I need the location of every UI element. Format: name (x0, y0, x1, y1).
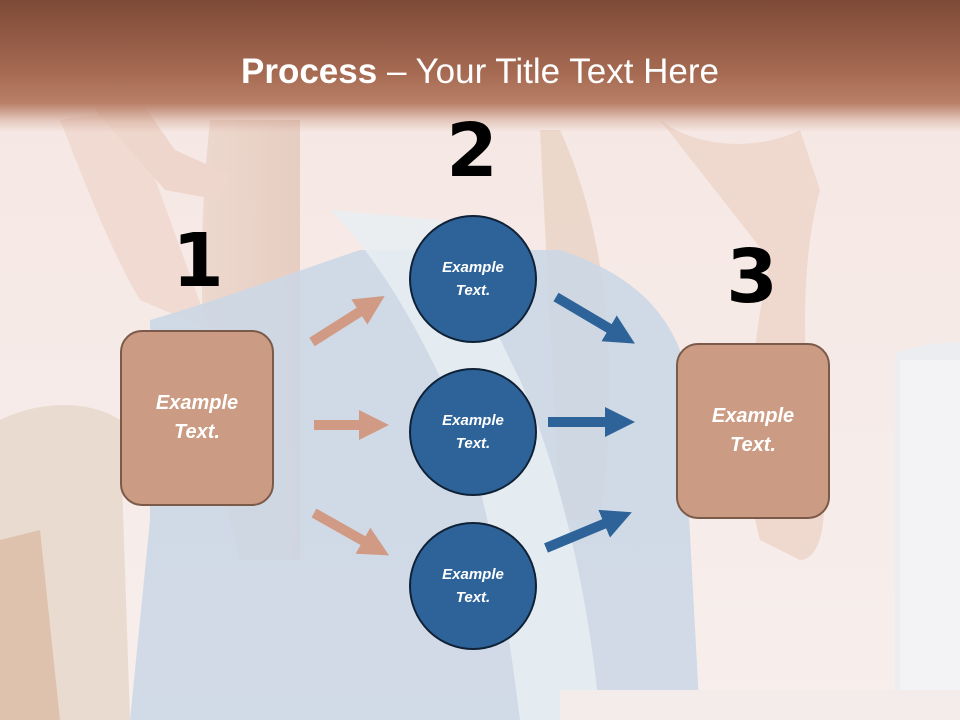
step-3-number: 3 (726, 234, 778, 320)
step-3-box: Example Text. (676, 343, 830, 519)
title-rest: – Your Title Text Here (377, 52, 719, 91)
step-2-circle-bottom: Example Text. (409, 522, 537, 650)
step-2-circle-top: Example Text. (409, 215, 537, 343)
arrow-bottom-to-3 (544, 509, 632, 553)
arrow-top-to-3 (553, 292, 635, 344)
step-2-circle-middle: Example Text. (409, 368, 537, 496)
arrow-1-to-bottom (311, 508, 390, 556)
step-1-text: Example Text. (155, 392, 239, 443)
step-1-box: Example Text. (120, 330, 274, 506)
circle-bottom-text: Example Text. (442, 566, 504, 606)
arrow-1-to-top (309, 295, 385, 347)
step-2-number: 2 (446, 108, 498, 194)
circle-middle-text: Example Text. (442, 412, 504, 452)
title-bold: Process (241, 52, 378, 91)
header-band (0, 0, 960, 132)
slide-title: Process – Your Title Text Here (0, 52, 960, 92)
circle-top-text: Example Text. (442, 259, 504, 299)
step-1-number: 1 (172, 218, 224, 304)
step-3-text: Example Text. (711, 405, 795, 456)
